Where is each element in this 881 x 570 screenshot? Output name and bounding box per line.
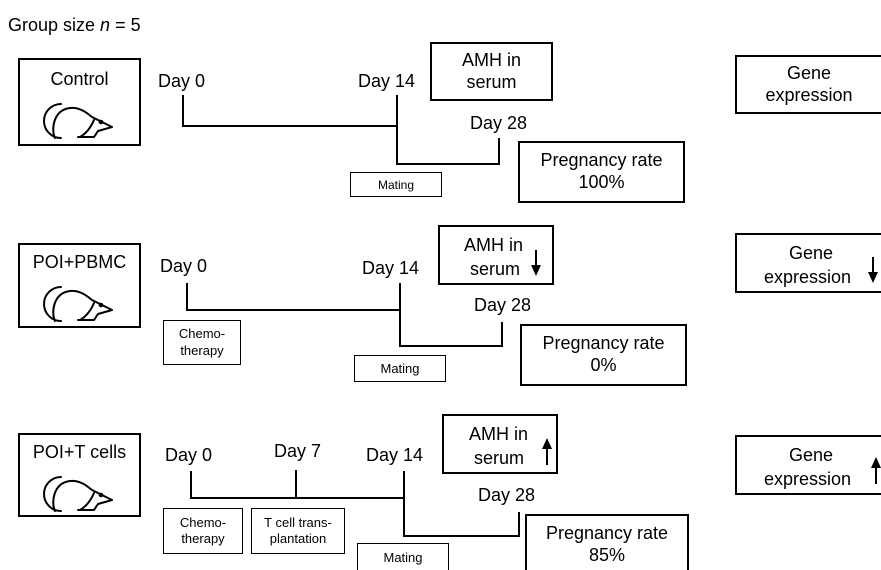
gene-expression-box: Gene expression [735,233,881,293]
group-name: Control [50,69,109,89]
arrow-down-icon [868,257,878,283]
timeline-line [186,283,188,311]
timeline-line [396,95,398,165]
day-label: Day 7 [274,441,322,461]
timeline-line [190,497,405,499]
timeline-line [399,345,503,347]
gene-expression-box: Gene expression [735,435,881,495]
group-label-box: Control [18,58,141,146]
arrow-up-icon [542,438,552,465]
gene-expression-box: Gene expression [735,55,881,114]
arrow-down-icon [531,250,541,276]
group-label-box: POI+PBMC [18,243,141,328]
pregnancy-rate-box: Pregnancy rate 85% [525,514,689,570]
day-label: Day 0 [158,71,206,91]
timeline-line [182,125,398,127]
group-label-box: POI+T cells [18,433,141,517]
timeline-line [518,512,520,537]
pregnancy-rate-box: Pregnancy rate 0% [520,324,687,386]
timeline-line [403,535,520,537]
timeline-line [501,322,503,347]
mouse-icon [43,286,113,322]
arrow-up-icon [871,457,881,484]
day-label: Day 28 [478,485,536,505]
timeline-line [498,138,500,165]
day-label: Day 14 [366,445,424,465]
timeline-line [399,283,401,347]
pregnancy-rate-box: Pregnancy rate 100% [518,141,685,203]
procedure-box-t-cell-transplantation: T cell trans- plantation [251,508,345,554]
day-label: Day 0 [165,445,213,465]
mouse-icon [43,103,113,139]
procedure-box-chemotherapy: Chemo- therapy [163,508,243,554]
day-label: Day 14 [362,258,420,278]
timeline-line [190,471,192,499]
mouse-icon [43,476,113,512]
day-label: Day 28 [470,113,528,133]
procedure-box-mating: Mating [350,172,442,197]
amh-box: AMH in serum [438,225,554,285]
group-name: POI+T cells [32,442,127,462]
timeline-line [396,163,500,165]
procedure-box-chemotherapy: Chemo- therapy [163,320,241,365]
day-label: Day 14 [358,71,416,91]
timeline-line [182,95,184,127]
timeline-line [186,309,401,311]
amh-box: AMH in serum [442,414,558,474]
timeline-line [403,471,405,537]
group-size-label: Group size n = 5 [8,15,141,35]
day-label: Day 0 [160,256,208,276]
group-name: POI+PBMC [32,252,127,272]
day-label: Day 28 [474,295,532,315]
procedure-box-mating: Mating [354,355,446,382]
procedure-box-mating: Mating [357,543,449,570]
timeline-line [295,470,297,499]
amh-box: AMH in serum [430,42,553,101]
